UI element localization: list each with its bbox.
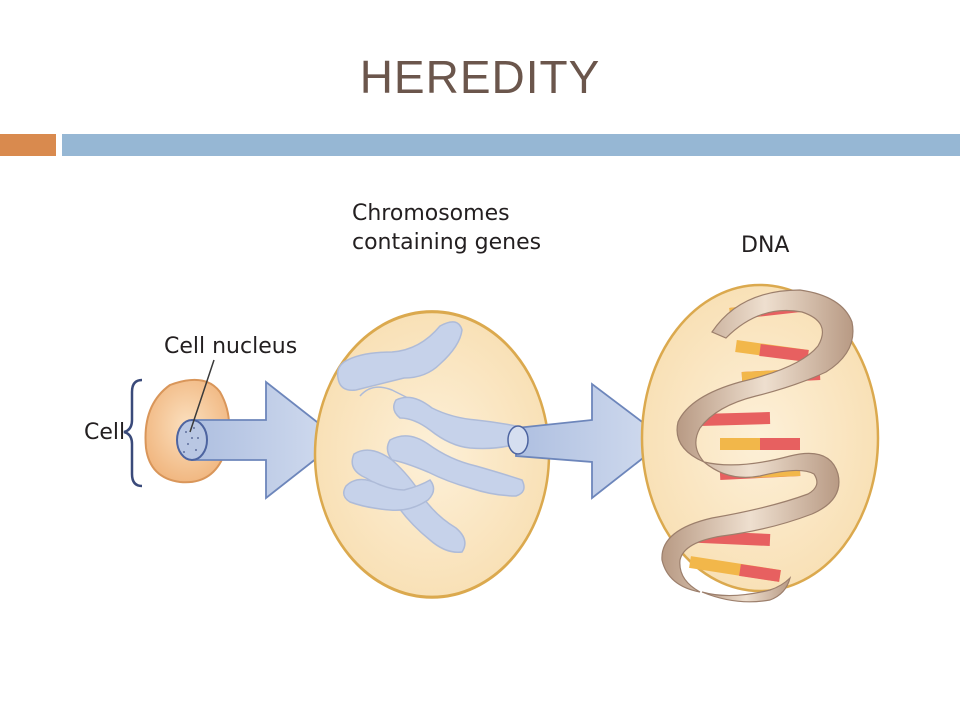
dna-helix-strands [661, 289, 854, 603]
title-divider-bar [62, 134, 960, 156]
title-accent-bar [0, 134, 56, 156]
label-chromosomes: Chromosomes containing genes [352, 199, 541, 257]
nucleus-speckles [183, 427, 199, 453]
label-chromosomes-line2: containing genes [352, 230, 542, 255]
arrow-nucleus-to-chromosomes [191, 380, 342, 500]
label-dna: DNA [741, 233, 790, 258]
dna-strand [661, 452, 840, 593]
label-cell: Cell [84, 420, 126, 445]
dna-strand [701, 576, 792, 603]
base-pair [699, 412, 771, 426]
base-pair [739, 564, 781, 582]
arrow-chromosome-to-dna [515, 382, 668, 500]
slide-title: HEREDITY [359, 51, 601, 103]
base-pair [759, 344, 809, 362]
nucleus-pointer-line [189, 359, 215, 433]
cell-nucleus [176, 419, 208, 461]
chromosome [336, 321, 463, 391]
chromosomes [336, 321, 525, 553]
label-chromosomes-line1: Chromosomes [352, 201, 510, 226]
chromosome [386, 435, 525, 497]
chromosome-cross-section [507, 425, 529, 455]
cell-brace [123, 378, 143, 488]
chromosome [343, 478, 435, 512]
dna-strand [676, 289, 854, 463]
label-cell-nucleus: Cell nucleus [164, 334, 298, 359]
